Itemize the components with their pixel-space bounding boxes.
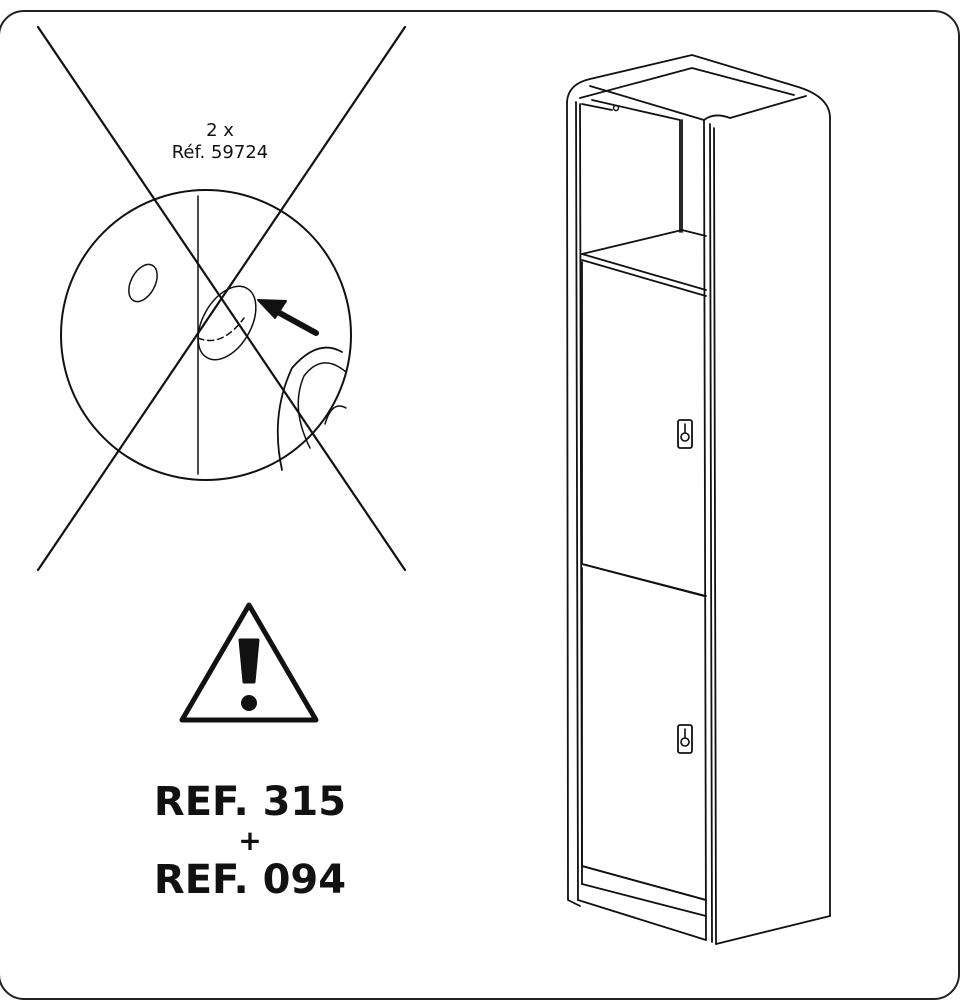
- door-knob-upper: [677, 419, 693, 449]
- warning-icon: [179, 602, 319, 723]
- cabinet-illustration: [566, 54, 831, 945]
- door-knob-lower: [677, 724, 693, 754]
- quantity-text: 2 x: [206, 120, 234, 141]
- prohibition-cross: [36, 25, 407, 572]
- reference-second: REF. 094: [153, 857, 347, 903]
- reference-first: REF. 315: [153, 779, 347, 825]
- reference-joiner: +: [238, 824, 262, 857]
- part-quantity-label: 2 x Réf. 59724: [130, 120, 310, 164]
- reference-text: Réf. 59724: [171, 142, 269, 163]
- detail-magnifier: [60, 189, 352, 481]
- reference-block: REF. 315 + REF. 094: [100, 780, 400, 902]
